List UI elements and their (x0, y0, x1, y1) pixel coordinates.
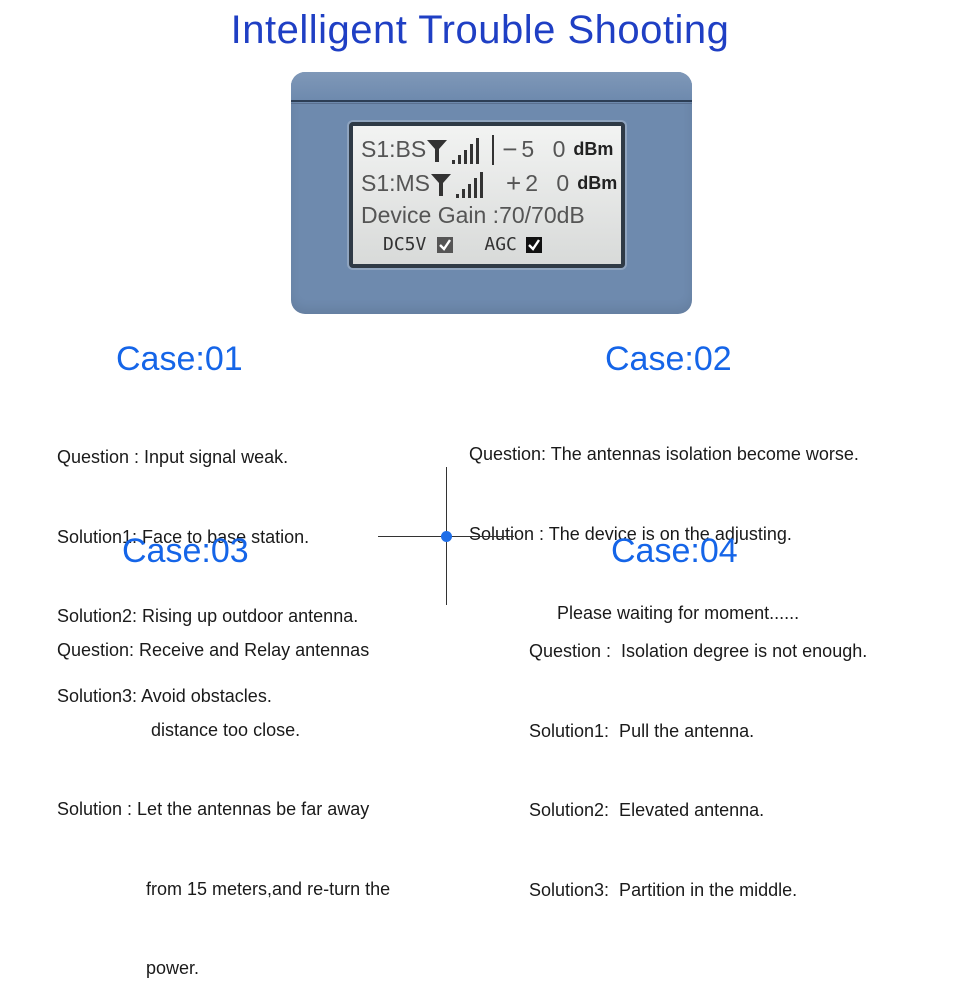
lcd-row-gain: Device Gain : 70 /70dB (361, 202, 585, 229)
case-02-title: Case:02 (605, 340, 732, 378)
bs-unit: dBm (573, 139, 614, 159)
case-03-question: Question: Receive and Relay antennas (57, 640, 370, 660)
gain-current: 70 (499, 202, 525, 228)
ms-sign: + (506, 168, 522, 198)
ms-label: S1:MS (361, 170, 431, 196)
agc-label: AGC (484, 234, 517, 255)
case-04-body: Question : Isolation degree is not enoug… (529, 585, 867, 930)
case-02-solution-cont: Please waiting for moment...... (557, 603, 800, 623)
case-01-body: Question : Input signal weak. Solution1:… (57, 391, 358, 736)
signal-bars-icon (452, 137, 480, 164)
antenna-icon (427, 139, 448, 162)
case-03-question-cont: distance too close. (151, 719, 301, 740)
bs-sign: − (502, 134, 518, 164)
case-04-solution2: Solution2: Elevated antenna. (529, 800, 765, 820)
case-01-solution3: Solution3: Avoid obstacles. (57, 685, 272, 706)
repeater-device: S1:BS − 5 0 dBm S1:MS + 2 0 dBm (291, 72, 692, 314)
ms-unit: dBm (577, 173, 618, 193)
case-02-question: Question: The antennas isolation become … (469, 444, 859, 464)
case-04-solution1: Solution1: Pull the antenna. (529, 720, 755, 741)
divider-center-dot (441, 531, 452, 542)
device-top-panel (291, 72, 692, 102)
case-04-question: Question : Isolation degree is not enoug… (529, 641, 868, 661)
case-01-question: Question : Input signal weak. (57, 447, 289, 467)
case-02-solution: Solution : The device is on the adjustin… (469, 523, 792, 544)
case-03-title: Case:03 (122, 532, 249, 570)
checkbox-checked-icon (437, 236, 454, 253)
lcd-divider (492, 134, 495, 165)
antenna-icon (431, 173, 452, 196)
lcd-display: S1:BS − 5 0 dBm S1:MS + 2 0 dBm (349, 122, 625, 268)
gain-label: Device Gain : (361, 202, 500, 228)
lcd-spacer (496, 169, 498, 199)
case-03-body: Question: Receive and Relay antennas dis… (57, 584, 390, 1008)
lcd-row-status: DC5V AGC (383, 234, 543, 255)
checkbox-checked-icon (525, 236, 542, 253)
device-seam (291, 103, 692, 104)
page-title: Intelligent Trouble Shooting (230, 8, 730, 52)
lcd-row-ms: S1:MS + 2 0 dBm (361, 168, 617, 199)
case-04-title: Case:04 (611, 532, 738, 570)
case-03-solution: Solution : Let the antennas be far away (57, 799, 370, 819)
case-03-solution-cont2: power. (146, 958, 200, 978)
ms-value: 2 0 (525, 170, 576, 196)
case-03-solution-cont: from 15 meters,and re-turn the (146, 878, 391, 899)
bs-value: 5 0 (521, 136, 572, 162)
lcd-row-bs: S1:BS − 5 0 dBm (361, 134, 613, 165)
gain-max: /70dB (524, 202, 585, 228)
dc-label: DC5V (383, 234, 427, 255)
case-02-body: Question: The antennas isolation become … (469, 388, 859, 653)
case-01-title: Case:01 (116, 340, 243, 378)
case-04-solution3: Solution3: Partition in the middle. (529, 879, 798, 900)
case-01-solution1: Solution1: Face to base station. (57, 526, 310, 547)
case-01-solution2: Solution2: Rising up outdoor antenna. (57, 606, 359, 626)
bs-label: S1:BS (361, 136, 427, 162)
signal-bars-icon (456, 171, 484, 198)
